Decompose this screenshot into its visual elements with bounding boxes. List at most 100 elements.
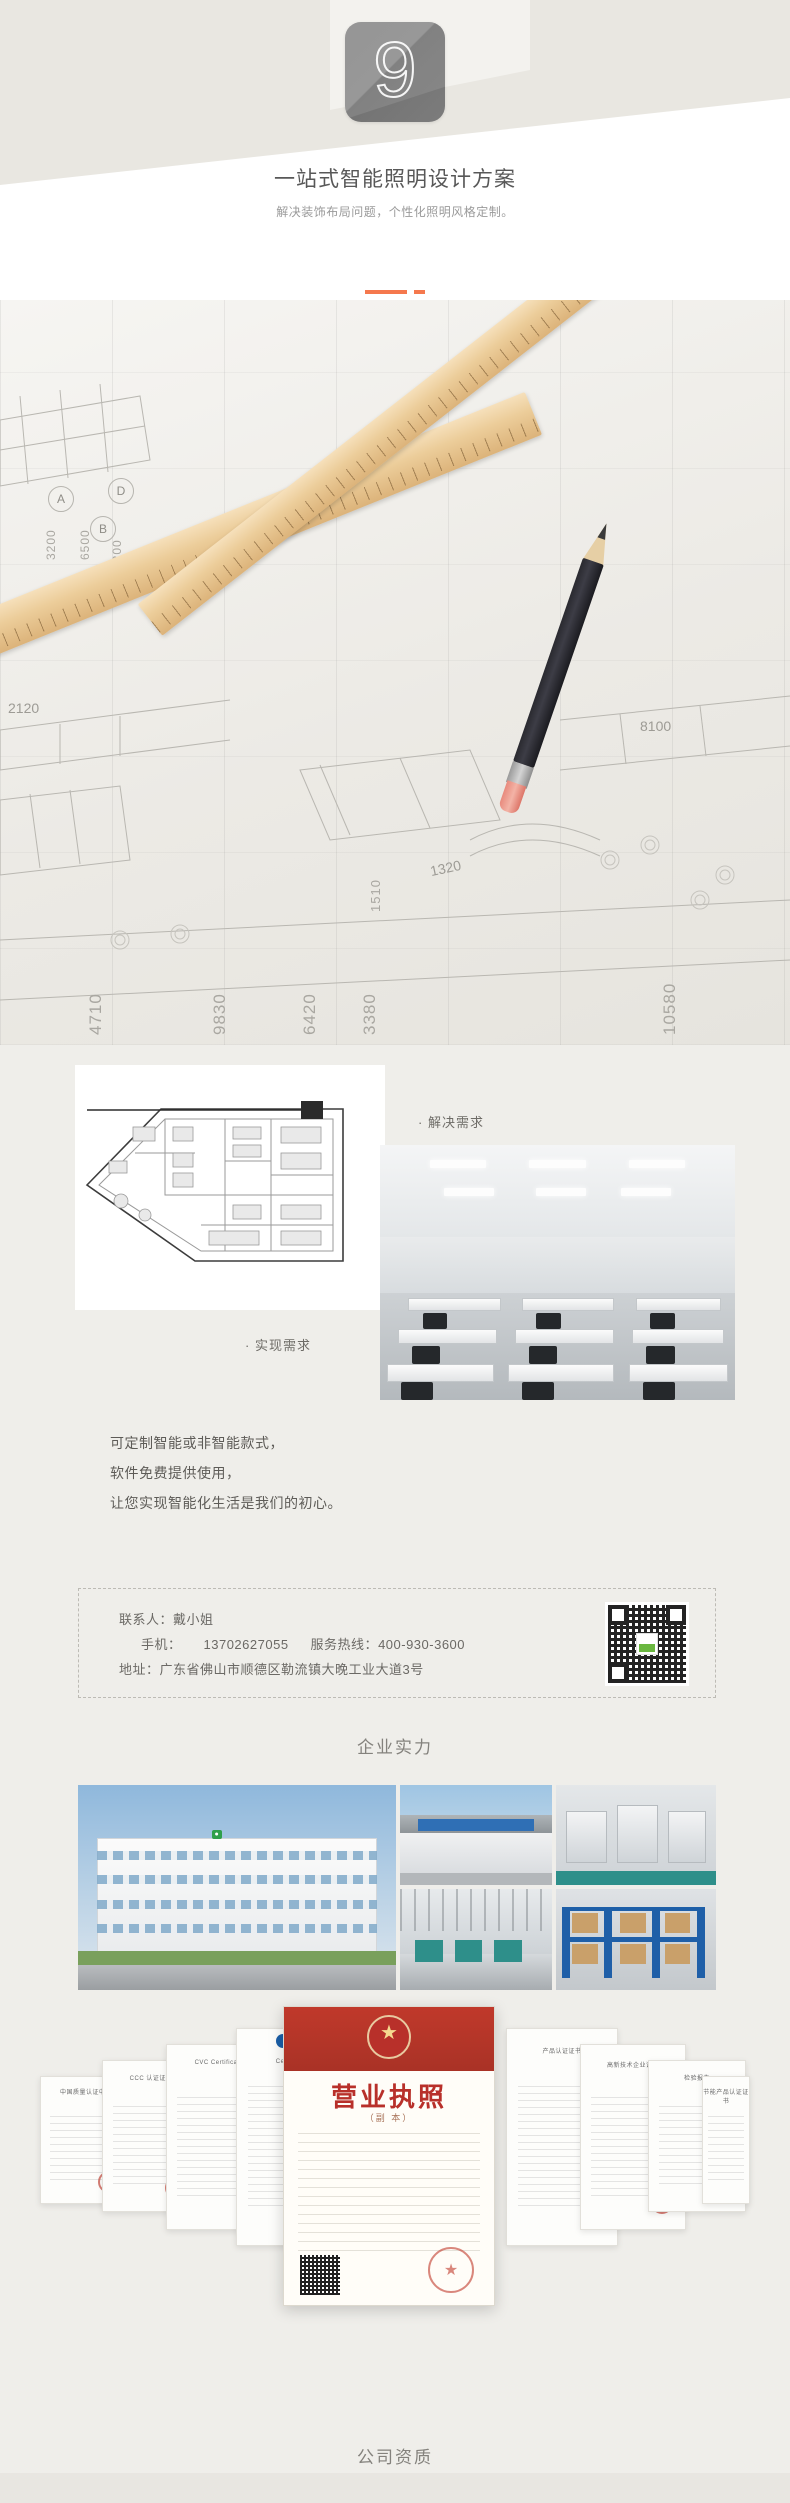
contact-address-value: 广东省佛山市顺德区勒流镇大晚工业大道3号	[159, 1662, 424, 1677]
photo-production-workshop	[556, 1785, 716, 1885]
description-block: 可定制智能或非智能款式， 软件免费提供使用， 让您实现智能化生活是我们的初心。	[110, 1428, 342, 1518]
certificate-title: 节能产品认证证书	[703, 2090, 749, 2106]
equipment	[415, 1939, 443, 1962]
blueprint-dimension: 9830	[210, 993, 229, 1035]
page-header: 9 一站式智能照明设计方案 解决装饰布局问题，个性化照明风格定制。	[0, 0, 790, 300]
license-red-seal-icon	[428, 2247, 474, 2293]
solution-showcase	[0, 1045, 790, 1415]
license-body-text	[298, 2133, 480, 2251]
building-windows	[97, 1850, 377, 1860]
qr-finder-top-right	[666, 1605, 686, 1625]
chair	[529, 1346, 558, 1365]
blueprint-hero-image: 4710 9830 6420 3380 1510 1320 10580 8100…	[0, 300, 790, 1045]
certificate-thumb[interactable]: 节能产品认证证书	[702, 2076, 750, 2204]
stored-carton	[664, 1943, 691, 1964]
landscaping	[78, 1951, 396, 1966]
qr-logo-bar	[639, 1644, 655, 1652]
contact-mobile-label: 手机：	[141, 1637, 182, 1652]
certificate-title: CVC Certificate	[194, 2059, 244, 2066]
desk	[387, 1364, 494, 1383]
license-qr-icon	[300, 2255, 340, 2295]
road	[78, 1965, 396, 1990]
chair	[422, 1313, 448, 1329]
rack-column	[696, 1907, 705, 1978]
blueprint-dimension: 10580	[660, 982, 679, 1035]
contact-phone-row: 手机： 13702627055 服务热线：400-930-3600	[119, 1632, 465, 1657]
floor-plan-drawing	[85, 1101, 344, 1262]
rack-column	[652, 1907, 660, 1978]
blueprint-grid-bubble: D	[108, 478, 134, 504]
blueprint-dimension: 3200	[44, 529, 58, 560]
chair	[642, 1382, 675, 1400]
ceiling-panel-light	[529, 1160, 586, 1168]
page-subtitle: 解决装饰布局问题，个性化照明风格定制。	[276, 205, 514, 219]
footer-bar	[0, 2473, 790, 2503]
desk	[397, 1328, 498, 1344]
business-license-certificate[interactable]: 营业执照 （副 本）	[283, 2006, 495, 2306]
wall	[400, 1833, 552, 1873]
contact-address-row: 地址：广东省佛山市顺德区勒流镇大晚工业大道3号	[119, 1657, 465, 1682]
stored-carton	[572, 1943, 598, 1964]
desk	[408, 1298, 501, 1311]
rack-beam	[562, 1907, 705, 1912]
wall-area	[380, 1236, 735, 1293]
contact-person-label: 联系人：	[119, 1612, 174, 1627]
license-title: 营业执照	[330, 2082, 447, 2112]
qr-pattern	[608, 1605, 686, 1683]
description-line-1: 可定制智能或非智能款式，	[110, 1435, 284, 1451]
solution-room-label: · 实现需求	[245, 1338, 311, 1353]
building-windows	[97, 1924, 377, 1934]
chair	[536, 1313, 562, 1329]
chair	[646, 1346, 675, 1365]
certificate-title: CCC 认证证书	[129, 2076, 173, 2082]
section-title-certificates: 公司资质	[357, 2448, 433, 2467]
ceiling-panel-light	[536, 1188, 586, 1196]
divider-dash-long	[365, 289, 407, 294]
workshop-floor	[556, 1871, 716, 1885]
chair	[649, 1313, 675, 1329]
section-number-badge: 9	[345, 22, 445, 122]
photo-factory-front-gate	[400, 1785, 552, 1885]
stored-carton	[664, 1913, 691, 1934]
license-subtitle: （副 本）	[364, 2113, 414, 2123]
national-emblem-icon	[367, 2015, 411, 2059]
certificate-title: 高新技术企业证书	[606, 2062, 659, 2069]
contact-mobile-value[interactable]: 13702627055	[203, 1637, 289, 1652]
license-header-band	[284, 2007, 494, 2071]
description-line-3: 让您实现智能化生活是我们的初心。	[110, 1495, 342, 1511]
blueprint-dimension: 3380	[360, 993, 379, 1035]
contact-hotline-label: 服务热线：	[310, 1637, 379, 1652]
equipment	[494, 1939, 522, 1962]
blueprint-linework	[0, 383, 790, 1001]
stored-carton	[620, 1913, 646, 1934]
solution-plan-label: · 解决需求	[418, 1115, 484, 1130]
badge-number-text: 9	[372, 24, 417, 113]
blueprint-grid-bubble: B	[90, 516, 116, 542]
desk	[632, 1328, 725, 1344]
desk	[635, 1298, 721, 1311]
desk	[514, 1328, 615, 1344]
blueprint-dimension: 4710	[86, 993, 105, 1035]
contact-hotline-value[interactable]: 400-930-3600	[378, 1637, 466, 1652]
contact-address-label: 地址：	[119, 1662, 160, 1677]
photo-assembly-line-hall	[400, 1889, 552, 1990]
blueprint-dimension: 6420	[300, 993, 319, 1035]
ceiling-panel-light	[628, 1160, 686, 1168]
factory-photo-grid: ●	[78, 1785, 716, 1990]
certificate-gallery: 中国质量认证中心 CCC 认证证书 CVC Certificate CVC Ce…	[40, 2006, 750, 2430]
photo-warehouse-racking	[556, 1889, 716, 1990]
certificate-title: 中国质量认证中心	[59, 2090, 112, 2097]
qr-code-icon[interactable]	[605, 1602, 689, 1686]
ground	[400, 1873, 552, 1885]
blueprint-grid-bubble: A	[48, 486, 74, 512]
qr-finder-top-left	[608, 1605, 628, 1625]
blueprint-dimension: 2120	[8, 700, 40, 716]
photo-factory-building-exterior: ●	[78, 1785, 396, 1990]
page-title: 一站式智能照明设计方案	[274, 168, 516, 191]
chair	[411, 1346, 441, 1365]
machine-unit	[668, 1811, 707, 1863]
contact-person-row: 联系人：戴小姐	[119, 1607, 465, 1632]
equipment	[454, 1939, 483, 1962]
company-signboard	[418, 1819, 534, 1831]
